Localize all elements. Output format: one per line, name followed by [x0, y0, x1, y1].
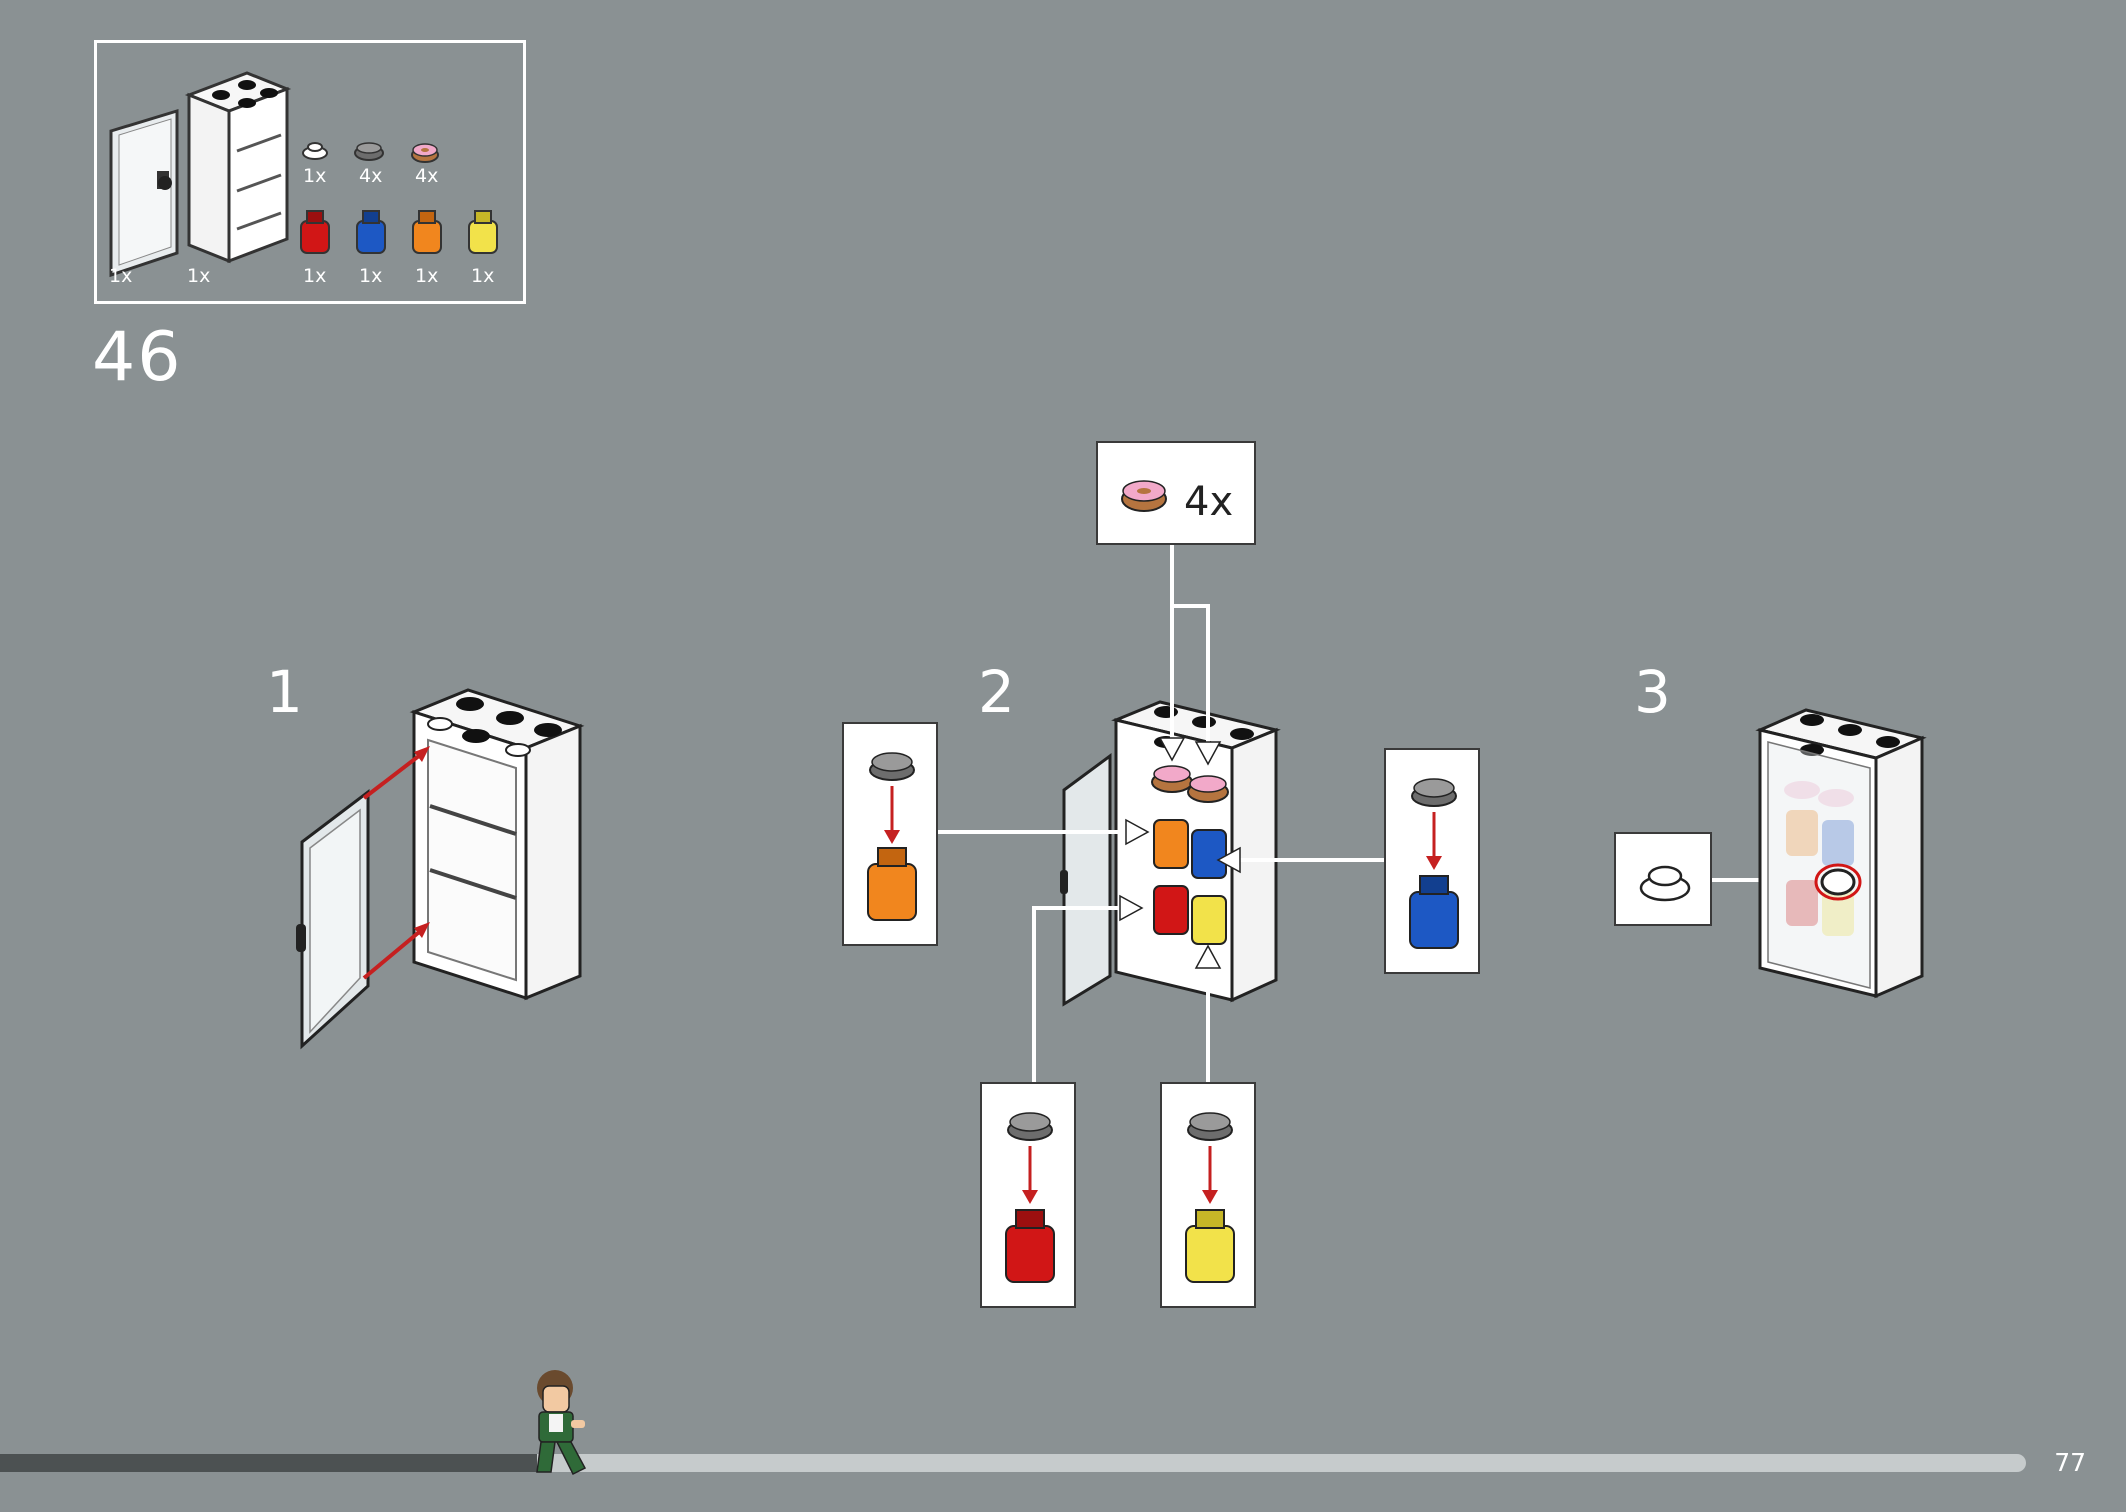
- glass-door-illustration: [296, 788, 370, 1050]
- qty-red-jar: 1x: [303, 265, 327, 287]
- white-round-tile-callout: [1614, 832, 1712, 926]
- parts-list-art: [109, 71, 498, 278]
- qty-orange-jar: 1x: [415, 265, 439, 287]
- qty-round-white: 1x: [303, 165, 327, 187]
- red-jar-callout: [980, 1082, 1076, 1308]
- grey-round-tile-icon: [1007, 1112, 1053, 1141]
- qty-donut: 4x: [415, 165, 439, 187]
- yellow-brick-icon: [1185, 1209, 1235, 1283]
- white-cupboard-icon: [184, 71, 292, 264]
- progress-track: [0, 1454, 2026, 1472]
- substep-2-label: 2: [978, 658, 1015, 726]
- yellow-jar-callout-art: [1185, 1112, 1235, 1283]
- red-jar-callout-art: [1005, 1112, 1055, 1283]
- white-round-tile-icon: [302, 142, 328, 160]
- qty-yellow-jar: 1x: [471, 265, 495, 287]
- donut-callout-qty: 4x: [1184, 479, 1234, 525]
- substep-3-illustration: [1755, 708, 1927, 999]
- red-brick-icon: [1005, 1209, 1055, 1283]
- grey-round-tile-icon: [1411, 778, 1457, 807]
- substep-3-label: 3: [1634, 658, 1671, 726]
- donut-callout: 4x: [1096, 441, 1256, 545]
- donut-icon: [1121, 480, 1167, 512]
- grey-round-tile-icon: [869, 752, 915, 781]
- blue-jar-callout: [1384, 748, 1480, 974]
- step-number: 46: [92, 318, 183, 397]
- qty-door: 1x: [109, 265, 133, 287]
- qty-round-grey: 4x: [359, 165, 383, 187]
- yellow-jar-callout: [1160, 1082, 1256, 1308]
- substep-1-label: 1: [266, 658, 303, 726]
- blue-jar-callout-art: [1409, 778, 1459, 949]
- grey-round-tile-icon: [1187, 1112, 1233, 1141]
- closed-cupboard-illustration: [1755, 708, 1927, 999]
- grey-round-tile-icon: [354, 142, 384, 161]
- white-round-tile-icon: [1639, 865, 1691, 902]
- cupboard-with-food-illustration: [1060, 700, 1281, 1007]
- glass-door-icon: [109, 108, 179, 278]
- parts-list-box: 1x 1x 1x 4x 4x 1x 1x 1x 1x: [94, 40, 526, 304]
- blue-brick-icon: [1409, 875, 1459, 949]
- orange-brick-icon: [867, 847, 917, 921]
- substep-2-illustration: [1060, 700, 1281, 1007]
- orange-jar-callout: [842, 722, 938, 946]
- yellow-brick-icon: [468, 210, 498, 254]
- attach-arrow-icon: [362, 746, 430, 980]
- qty-cabinet: 1x: [187, 265, 211, 287]
- red-brick-icon: [300, 210, 330, 254]
- substep-1-illustration: [296, 688, 585, 1050]
- donut-icon: [411, 143, 439, 163]
- cupboard-illustration: [409, 688, 585, 1001]
- door-knob-highlight-icon: [1814, 863, 1862, 901]
- page-number: 77: [2054, 1448, 2086, 1477]
- blue-brick-icon: [356, 210, 386, 254]
- orange-brick-icon: [412, 210, 442, 254]
- orange-jar-callout-art: [867, 752, 917, 921]
- qty-blue-jar: 1x: [359, 265, 383, 287]
- progress-fill: [0, 1454, 537, 1472]
- minifigure-icon: [536, 1370, 587, 1476]
